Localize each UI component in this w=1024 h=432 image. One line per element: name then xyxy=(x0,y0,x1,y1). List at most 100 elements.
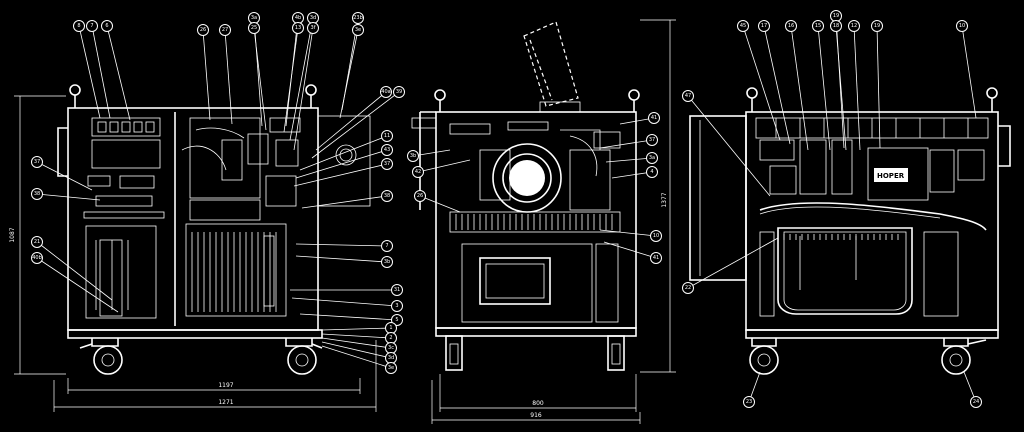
open-lid-outline xyxy=(523,21,579,107)
side-outer-width-dim: 916 xyxy=(530,412,542,419)
callout-number: 43 xyxy=(384,147,390,153)
callout-leader-line xyxy=(321,327,392,331)
callout-number: 1 xyxy=(389,325,392,331)
callout-leader-line xyxy=(106,25,131,121)
front-callout: 40a xyxy=(315,86,392,151)
front-callout: 38 xyxy=(31,188,101,201)
callout-number: 23 xyxy=(746,399,752,405)
callout-leader-line xyxy=(605,157,653,163)
front-view: 1087 1197 1271 xyxy=(9,84,377,412)
rear-callout: 18 xyxy=(830,20,847,151)
front-callout: 40b xyxy=(31,252,119,313)
callout-leader-line xyxy=(876,25,881,149)
callout-leader-line xyxy=(321,345,392,369)
callout-leader-line xyxy=(611,171,653,179)
side-callout: 10 xyxy=(599,229,662,242)
callout-leader-line xyxy=(311,91,400,159)
callout-number: 15 xyxy=(815,23,821,29)
callout-leader-line xyxy=(687,95,771,197)
callout-bubble xyxy=(381,190,393,202)
callout-bubble xyxy=(381,256,393,268)
front-callout: 31 xyxy=(290,284,403,296)
callout-leader-line xyxy=(253,17,263,127)
front-callout: 7 xyxy=(295,240,393,252)
callout-leader-line xyxy=(299,313,398,321)
callout-leader-line xyxy=(283,27,299,133)
front-callout: 3d xyxy=(289,12,319,141)
callout-number: 8 xyxy=(77,23,80,29)
coolant-tank xyxy=(777,227,913,315)
callout-number: 3b xyxy=(384,259,390,265)
callout-bubble xyxy=(758,20,770,32)
callout-number: 3c xyxy=(388,345,394,351)
front-callout: 3e xyxy=(339,24,364,119)
front-inner-width-dim: 1197 xyxy=(218,382,233,389)
callout-leader-line xyxy=(961,25,977,119)
callout-leader-line xyxy=(36,161,93,191)
callout-leader-line xyxy=(599,229,657,237)
front-callout: 5 xyxy=(299,313,403,326)
callout-bubble xyxy=(381,144,393,156)
callout-leader-line xyxy=(763,25,791,145)
callout-bubble xyxy=(393,86,405,98)
callout-bubble xyxy=(31,188,43,200)
callout-number: 7 xyxy=(90,23,93,29)
front-callout: 25 xyxy=(248,22,267,131)
callout-number: 41 xyxy=(653,255,659,261)
callout-bubble xyxy=(352,12,364,24)
callout-number: 23b xyxy=(353,15,363,21)
rear-callout: 47 xyxy=(682,90,771,197)
callout-bubble xyxy=(381,240,393,252)
callout-bubble xyxy=(970,396,982,408)
callout-number: 3 xyxy=(395,303,398,309)
callout-bubble xyxy=(381,130,393,142)
callout-bubble xyxy=(830,20,842,32)
callout-leader-line xyxy=(742,25,781,141)
callout-bubble xyxy=(743,396,755,408)
front-dimensions: 1087 1197 1271 xyxy=(9,95,377,412)
callout-leader-line xyxy=(293,27,314,151)
callout-number: 3e xyxy=(388,365,394,371)
callout-number: 42 xyxy=(415,169,421,175)
callout-number: 40a xyxy=(381,89,390,95)
callout-number: 3a xyxy=(649,155,655,161)
front-callout: 43 xyxy=(295,144,393,179)
callout-bubble xyxy=(648,112,660,124)
callout-number: 37 xyxy=(649,137,655,143)
front-callout: 21 xyxy=(31,236,113,301)
callout-bubble xyxy=(956,20,968,32)
front-callout: 3d xyxy=(321,341,397,364)
brand-label: HOPER xyxy=(877,172,905,180)
front-height-dim: 1087 xyxy=(9,227,16,242)
front-callout: 11 xyxy=(299,130,393,171)
callout-bubble xyxy=(31,156,43,168)
callout-bubble xyxy=(307,22,319,34)
callout-leader-line xyxy=(36,241,113,301)
callout-bubble xyxy=(650,252,662,264)
callout-leader-line xyxy=(295,255,388,263)
callout-leader-line xyxy=(321,341,392,359)
callout-bubble xyxy=(646,134,658,146)
callout-number: 3f xyxy=(311,25,316,31)
front-right-wheel xyxy=(285,338,323,375)
callout-number: 37 xyxy=(384,161,390,167)
callout-number: 41 xyxy=(651,115,657,121)
side-callout: 4 xyxy=(611,166,658,179)
callout-number: 7 xyxy=(385,243,388,249)
front-callout: 3c xyxy=(321,337,397,354)
callout-number: 6 xyxy=(105,23,108,29)
callout-leader-line xyxy=(91,25,111,119)
callout-leader-line xyxy=(321,337,392,349)
callout-number: 3e xyxy=(355,27,361,33)
callout-leader-line xyxy=(412,149,451,157)
side-callout: 37 xyxy=(599,134,658,149)
callout-leader-line xyxy=(315,91,387,151)
callout-bubble xyxy=(391,284,403,296)
callout-number: 4b xyxy=(295,15,301,21)
side-view: 1377 800 916 xyxy=(411,19,676,424)
callout-number: 31 xyxy=(394,287,400,293)
callout-number: 26 xyxy=(200,27,206,33)
side-right-wheel xyxy=(607,335,625,371)
